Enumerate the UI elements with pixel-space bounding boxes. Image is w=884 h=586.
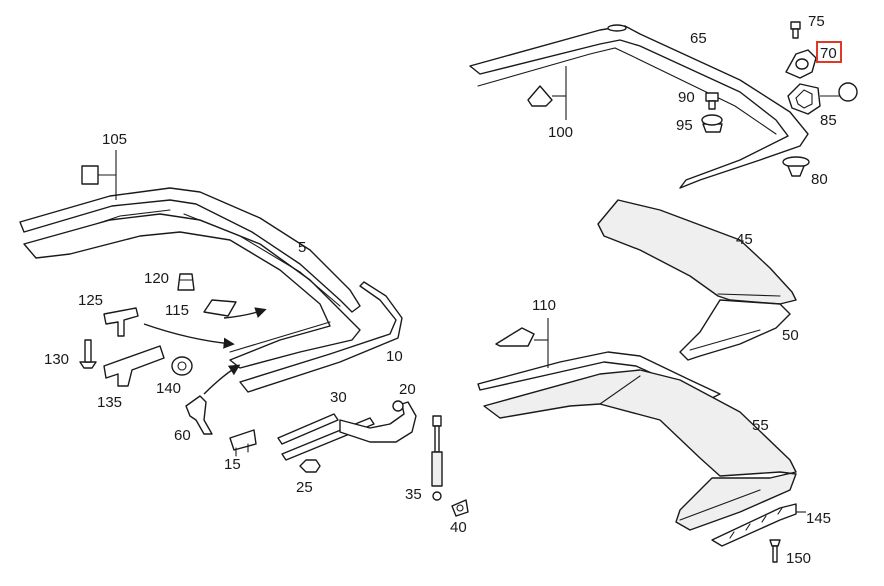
- part-110-tab[interactable]: [495, 327, 535, 347]
- callout-115[interactable]: 115: [165, 302, 189, 319]
- callout-65[interactable]: 65: [690, 30, 707, 47]
- callout-80[interactable]: 80: [811, 171, 828, 188]
- part-105-label-block[interactable]: [81, 165, 99, 185]
- assembly-arrow-60: [203, 364, 241, 395]
- callout-85[interactable]: 85: [820, 112, 837, 129]
- callout-100[interactable]: 100: [548, 124, 573, 141]
- part-5-headliner-frame[interactable]: [23, 213, 361, 369]
- callout-110[interactable]: 110: [532, 297, 556, 314]
- part-15-clip[interactable]: [229, 429, 257, 457]
- part-40-clip[interactable]: [451, 499, 469, 517]
- part-95-clip[interactable]: [701, 114, 723, 133]
- part-80-plug[interactable]: [782, 156, 810, 177]
- callout-40[interactable]: 40: [450, 519, 467, 536]
- part-100-tab[interactable]: [527, 85, 553, 107]
- part-60-bracket[interactable]: [185, 395, 213, 435]
- callout-75[interactable]: 75: [808, 13, 825, 30]
- part-70-clip[interactable]: [785, 49, 817, 79]
- callout-20[interactable]: 20: [399, 381, 416, 398]
- part-85-grommet[interactable]: [838, 82, 858, 102]
- highlight-box-70: [816, 41, 842, 63]
- callout-35[interactable]: 35: [405, 486, 422, 503]
- callout-125[interactable]: 125: [78, 292, 103, 309]
- assembly-arrow-125: [143, 323, 235, 349]
- callout-90[interactable]: 90: [678, 89, 695, 106]
- part-150-screw[interactable]: [769, 539, 781, 563]
- callout-5[interactable]: 5: [298, 239, 306, 256]
- callout-130[interactable]: 130: [44, 351, 69, 368]
- part-145-bracket[interactable]: [711, 503, 797, 547]
- callout-150[interactable]: 150: [786, 550, 811, 567]
- part-10-edge-trim[interactable]: [239, 281, 403, 393]
- callout-30[interactable]: 30: [330, 389, 347, 406]
- part-140-nut[interactable]: [171, 356, 193, 376]
- callout-135[interactable]: 135: [97, 394, 122, 411]
- callout-120[interactable]: 120: [144, 270, 169, 287]
- part-85-seal-loop[interactable]: [787, 83, 821, 115]
- part-25-nut[interactable]: [299, 459, 321, 473]
- callout-15[interactable]: 15: [224, 456, 241, 473]
- callout-60[interactable]: 60: [174, 427, 191, 444]
- part-75-screw[interactable]: [790, 21, 801, 39]
- part-125-bracket[interactable]: [103, 307, 139, 337]
- callout-145[interactable]: 145: [806, 510, 831, 527]
- part-90-bolt[interactable]: [705, 92, 719, 110]
- part-65-window-frame-seal[interactable]: [469, 24, 809, 189]
- part-50-trim-strip[interactable]: [679, 299, 791, 361]
- part-45-cover-panel[interactable]: [597, 199, 797, 305]
- part-115-pad[interactable]: [203, 299, 237, 317]
- callout-140[interactable]: 140: [156, 380, 181, 397]
- callout-10[interactable]: 10: [386, 348, 403, 365]
- callout-70[interactable]: 70: [820, 45, 837, 62]
- callout-105[interactable]: 105: [102, 131, 127, 148]
- part-55-main-lining[interactable]: [483, 369, 797, 531]
- callout-25[interactable]: 25: [296, 479, 313, 496]
- assembly-arrow-115: [223, 307, 267, 319]
- callout-55[interactable]: 55: [752, 417, 769, 434]
- callout-50[interactable]: 50: [782, 327, 799, 344]
- part-135-bracket[interactable]: [103, 345, 165, 387]
- part-120-clip[interactable]: [177, 273, 195, 291]
- callout-95[interactable]: 95: [676, 117, 693, 134]
- callout-45[interactable]: 45: [736, 231, 753, 248]
- part-130-screw[interactable]: [79, 339, 97, 369]
- part-35-gas-strut[interactable]: [431, 415, 443, 501]
- part-20-hinge-arm[interactable]: [339, 400, 417, 443]
